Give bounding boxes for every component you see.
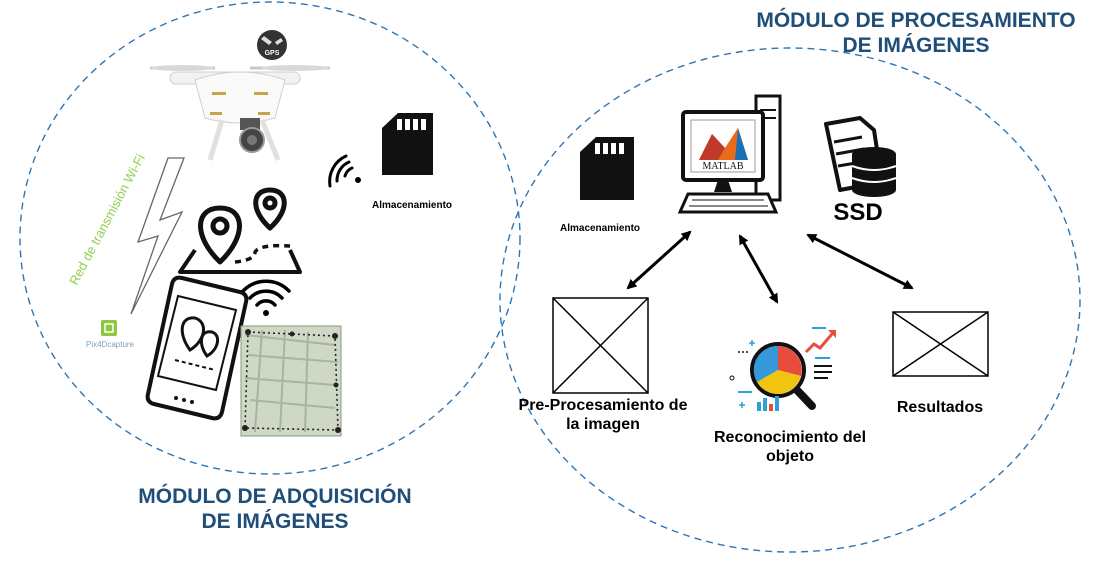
storage-label-left: Almacenamiento — [371, 200, 453, 211]
processing-module-title: MÓDULO DE PROCESAMIENTO DE IMÁGENES — [756, 9, 1076, 58]
acquisition-module-boundary — [19, 1, 521, 475]
lightning-icon — [130, 157, 185, 315]
arrow-to-recognition — [738, 234, 779, 304]
app-name-label: Pix4Dcapture — [85, 340, 135, 349]
storage-label-right: Almacenamiento — [559, 223, 641, 234]
map-icon — [240, 325, 342, 437]
arrow-to-results — [806, 233, 914, 290]
smartphone-icon — [145, 275, 249, 421]
placeholder-image-icon — [892, 311, 989, 377]
wifi-icon — [241, 279, 291, 316]
processing-module-boundary — [499, 47, 1081, 553]
sd-card-icon — [382, 113, 433, 175]
placeholder-image-icon — [552, 297, 649, 394]
acquisition-module-title: MÓDULO DE ADQUISICIÓN DE IMÁGENES — [138, 485, 412, 534]
svg-text:GPS: GPS — [265, 50, 280, 57]
arrow-to-preprocessing — [626, 230, 692, 290]
recognition-label: Reconocimiento del objeto — [713, 429, 867, 466]
ssd-label: SSD — [833, 199, 883, 226]
svg-text:MATLAB: MATLAB — [702, 161, 743, 172]
magnifier-chart-icon — [729, 327, 836, 411]
signal-icon — [328, 154, 361, 188]
computer-icon: MATLAB — [677, 94, 782, 214]
preprocessing-label: Pre-Procesamiento de la imagen — [518, 397, 688, 434]
map-pin-icon — [178, 187, 302, 274]
results-label: Resultados — [896, 399, 984, 416]
drone-icon — [150, 65, 330, 161]
gps-icon: GPS — [257, 30, 287, 60]
app-icon — [101, 320, 117, 336]
database-icon — [824, 116, 897, 197]
sd-card-icon — [580, 137, 634, 200]
